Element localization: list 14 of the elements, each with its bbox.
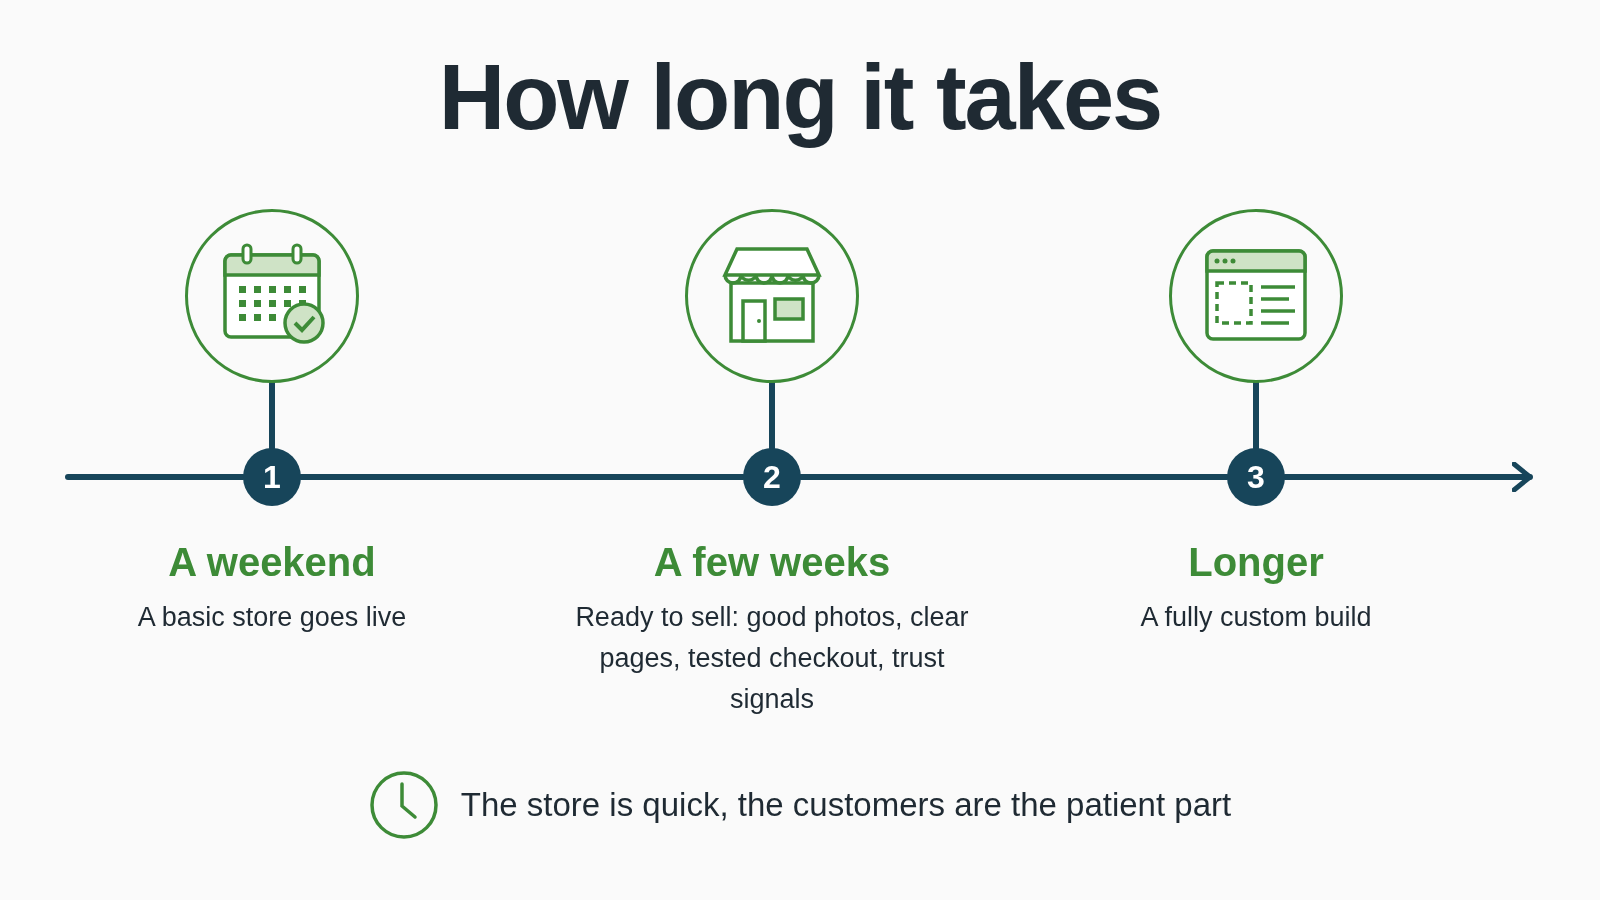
step-number-circle: 1: [243, 448, 301, 506]
connector-line: [769, 380, 775, 451]
title: How long it takes: [437, 45, 1163, 150]
step-description: A fully custom build: [1139, 601, 1373, 634]
step-heading: A few weeks: [652, 540, 892, 585]
step-heading: Longer: [1187, 540, 1325, 585]
step-description: A basic store goes live: [136, 601, 408, 634]
footer-note: The store is quick, the customers are the patient part: [460, 786, 1232, 824]
connector-line: [1253, 380, 1259, 451]
step-number-circle: 3: [1227, 448, 1285, 506]
connector-line: [269, 380, 275, 451]
step-heading: A weekend: [167, 540, 377, 585]
step-description: Ready to sell: good photos, clear pages, tested checkout, trust signals: [574, 601, 970, 716]
step-number-circle: 2: [743, 448, 801, 506]
